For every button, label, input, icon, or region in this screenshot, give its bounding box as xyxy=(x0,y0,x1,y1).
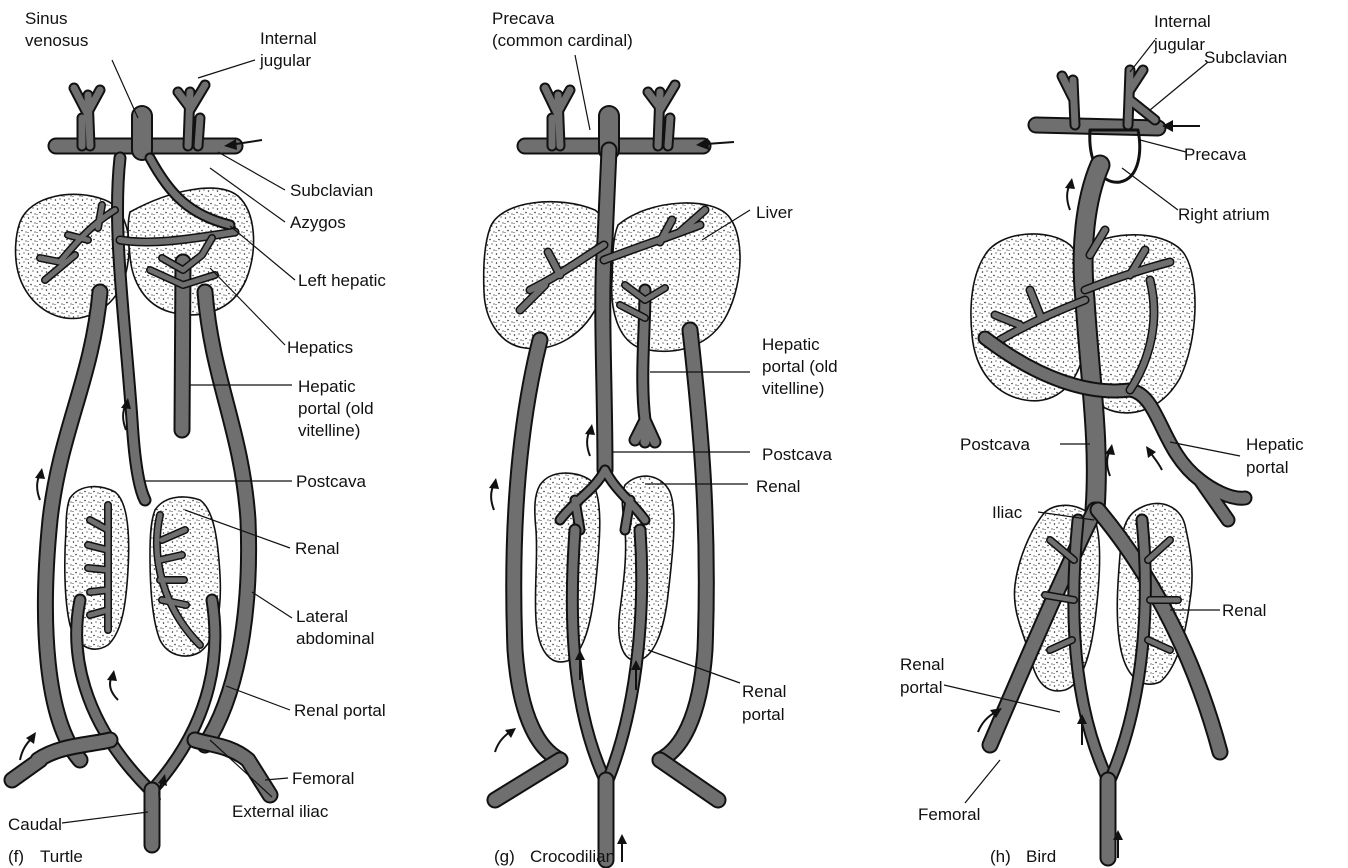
croc-liver-right-lobe xyxy=(612,203,740,351)
turtle-label-left-hepatic: Left hepatic xyxy=(298,271,386,290)
bird-veins xyxy=(985,70,1245,858)
bird-label-iliac: Iliac xyxy=(992,503,1023,522)
croc-veins xyxy=(495,85,718,860)
turtle-label-renal-portal: Renal portal xyxy=(294,701,386,720)
bird-label-precava: Precava xyxy=(1184,145,1247,164)
turtle-label-femoral: Femoral xyxy=(292,769,354,788)
bird-caption: (h)Bird xyxy=(990,847,1056,866)
turtle-label-subclavian: Subclavian xyxy=(290,181,373,200)
turtle-label-caudal: Caudal xyxy=(8,815,62,834)
bird-label-right-atrium: Right atrium xyxy=(1178,205,1270,224)
croc-liver-left-lobe xyxy=(484,202,610,349)
bird-label-renal: Renal xyxy=(1222,601,1266,620)
bird-label-femoral: Femoral xyxy=(918,805,980,824)
turtle-label-postcava: Postcava xyxy=(296,472,366,491)
turtle-label-external-iliac: External iliac xyxy=(232,802,329,821)
croc-label-liver: Liver xyxy=(756,203,793,222)
turtle-label-azygos: Azygos xyxy=(290,213,346,232)
turtle-label-hepatics: Hepatics xyxy=(287,338,353,357)
bird-label-postcava: Postcava xyxy=(960,435,1030,454)
turtle-caption: (f)Turtle xyxy=(8,847,83,866)
bird-label-subclavian: Subclavian xyxy=(1204,48,1287,67)
croc-label-renal: Renal xyxy=(756,477,800,496)
croc-caption: (g)Crocodilian xyxy=(494,847,615,866)
croc-label-postcava: Postcava xyxy=(762,445,832,464)
turtle-label-renal: Renal xyxy=(295,539,339,558)
bird-liver-left-lobe xyxy=(971,234,1087,401)
croc-label-precava: Precava(common cardinal) xyxy=(492,9,633,50)
